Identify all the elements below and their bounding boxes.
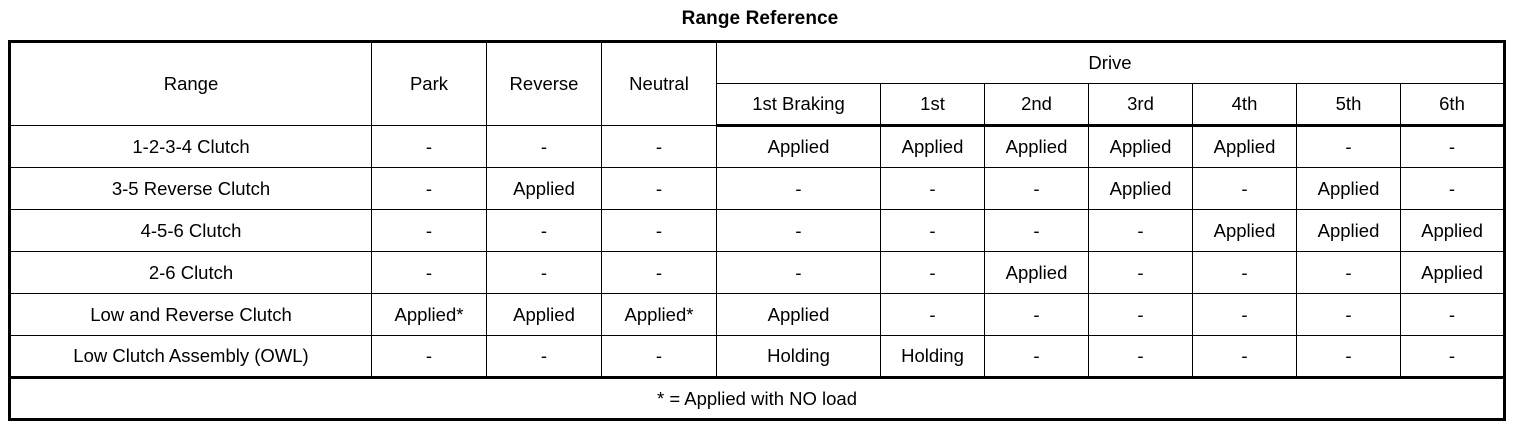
cell-3rd: Applied (1088, 125, 1193, 168)
cell-5th: - (1296, 251, 1401, 294)
cell-2nd: - (984, 293, 1089, 336)
cell-park: Applied* (371, 293, 487, 336)
cell-park: - (371, 125, 487, 168)
column-header-6th: 6th (1399, 83, 1506, 127)
column-header-1st: 1st (880, 83, 985, 127)
table-row: 3-5 Reverse Clutch - Applied - - - - App… (9, 167, 1506, 210)
table-row: Low Clutch Assembly (OWL) - - - Holding … (9, 335, 1506, 379)
range-reference-table-container: Range Park Reverse Neutral Drive 1st Bra… (8, 40, 1507, 421)
header-row-gears: 1st Braking 1st 2nd 3rd 4th 5th 6th (10, 83, 1506, 127)
cell-3rd: - (1088, 251, 1193, 294)
column-header-3rd: 3rd (1088, 83, 1193, 127)
cell-neutral: - (601, 251, 717, 294)
cell-reverse: Applied (486, 167, 602, 210)
cell-3rd: - (1088, 293, 1193, 336)
column-header-range: Range (9, 41, 372, 126)
column-header-reverse: Reverse (486, 41, 602, 126)
cell-4th: - (1192, 293, 1297, 336)
row-label: Low and Reverse Clutch (9, 293, 372, 336)
table-row: 1-2-3-4 Clutch - - - Applied Applied App… (9, 125, 1506, 168)
cell-reverse: - (486, 209, 602, 252)
cell-5th: - (1296, 125, 1401, 168)
cell-neutral: - (601, 335, 717, 379)
row-label: 3-5 Reverse Clutch (9, 167, 372, 210)
row-label: 2-6 Clutch (9, 251, 372, 294)
cell-park: - (371, 335, 487, 379)
cell-6th: - (1399, 167, 1506, 210)
column-header-2nd: 2nd (984, 83, 1089, 127)
cell-6th: Applied (1399, 209, 1506, 252)
cell-2nd: Applied (984, 125, 1089, 168)
cell-neutral: Applied* (601, 293, 717, 336)
cell-6th: - (1399, 125, 1506, 168)
cell-reverse: - (486, 125, 602, 168)
table-footnote: * = Applied with NO load (8, 377, 1506, 420)
cell-park: - (371, 251, 487, 294)
cell-6th: Applied (1399, 251, 1506, 294)
cell-5th: Applied (1296, 167, 1401, 210)
table-row: Low and Reverse Clutch Applied* Applied … (9, 293, 1506, 336)
cell-neutral: - (601, 209, 717, 252)
cell-6th: - (1399, 335, 1506, 379)
column-header-park: Park (371, 41, 487, 126)
range-reference-table: Range Park Reverse Neutral Drive 1st Bra… (8, 40, 1507, 421)
cell-neutral: - (601, 125, 717, 168)
column-group-header-drive: Drive (715, 41, 1506, 84)
cell-1st: Applied (880, 125, 985, 168)
column-header-neutral: Neutral (601, 41, 717, 126)
cell-reverse: Applied (486, 293, 602, 336)
cell-2nd: Applied (984, 251, 1089, 294)
cell-1st: - (880, 293, 985, 336)
cell-reverse: - (486, 335, 602, 379)
column-header-1st-braking: 1st Braking (716, 83, 881, 127)
cell-4th: Applied (1192, 125, 1297, 168)
cell-neutral: - (601, 167, 717, 210)
table-row: 2-6 Clutch - - - - - Applied - - - Appli… (9, 251, 1506, 294)
column-header-4th: 4th (1192, 83, 1297, 127)
table-header: Range Park Reverse Neutral Drive 1st Bra… (9, 41, 1506, 127)
cell-1st: - (880, 251, 985, 294)
cell-1st-braking: Applied (716, 293, 881, 336)
header-row-group: Range Park Reverse Neutral Drive (9, 41, 1506, 126)
cell-1st-braking: - (716, 251, 881, 294)
cell-1st-braking: - (716, 167, 881, 210)
cell-1st-braking: - (716, 209, 881, 252)
cell-4th: - (1192, 167, 1297, 210)
cell-5th: - (1296, 293, 1401, 336)
cell-reverse: - (486, 251, 602, 294)
cell-1st: Holding (880, 335, 985, 379)
cell-1st-braking: Applied (716, 125, 881, 168)
cell-5th: - (1296, 335, 1401, 379)
cell-1st: - (880, 209, 985, 252)
table-row: 4-5-6 Clutch - - - - - - - Applied Appli… (9, 209, 1506, 252)
footnote-row: * = Applied with NO load (8, 377, 1506, 420)
cell-1st-braking: Holding (716, 335, 881, 379)
cell-2nd: - (984, 335, 1089, 379)
column-header-5th: 5th (1296, 83, 1401, 127)
cell-4th: - (1192, 335, 1297, 379)
cell-3rd: Applied (1088, 167, 1193, 210)
row-label: Low Clutch Assembly (OWL) (9, 335, 372, 379)
cell-3rd: - (1088, 335, 1193, 379)
cell-2nd: - (984, 209, 1089, 252)
cell-4th: Applied (1192, 209, 1297, 252)
cell-3rd: - (1088, 209, 1193, 252)
table-body: 1-2-3-4 Clutch - - - Applied Applied App… (8, 125, 1506, 420)
cell-5th: Applied (1296, 209, 1401, 252)
cell-2nd: - (984, 167, 1089, 210)
cell-1st: - (880, 167, 985, 210)
cell-6th: - (1399, 293, 1506, 336)
cell-park: - (371, 209, 487, 252)
row-label: 1-2-3-4 Clutch (9, 125, 372, 168)
cell-4th: - (1192, 251, 1297, 294)
row-label: 4-5-6 Clutch (9, 209, 372, 252)
cell-park: - (371, 167, 487, 210)
page-title: Range Reference (681, 8, 839, 29)
